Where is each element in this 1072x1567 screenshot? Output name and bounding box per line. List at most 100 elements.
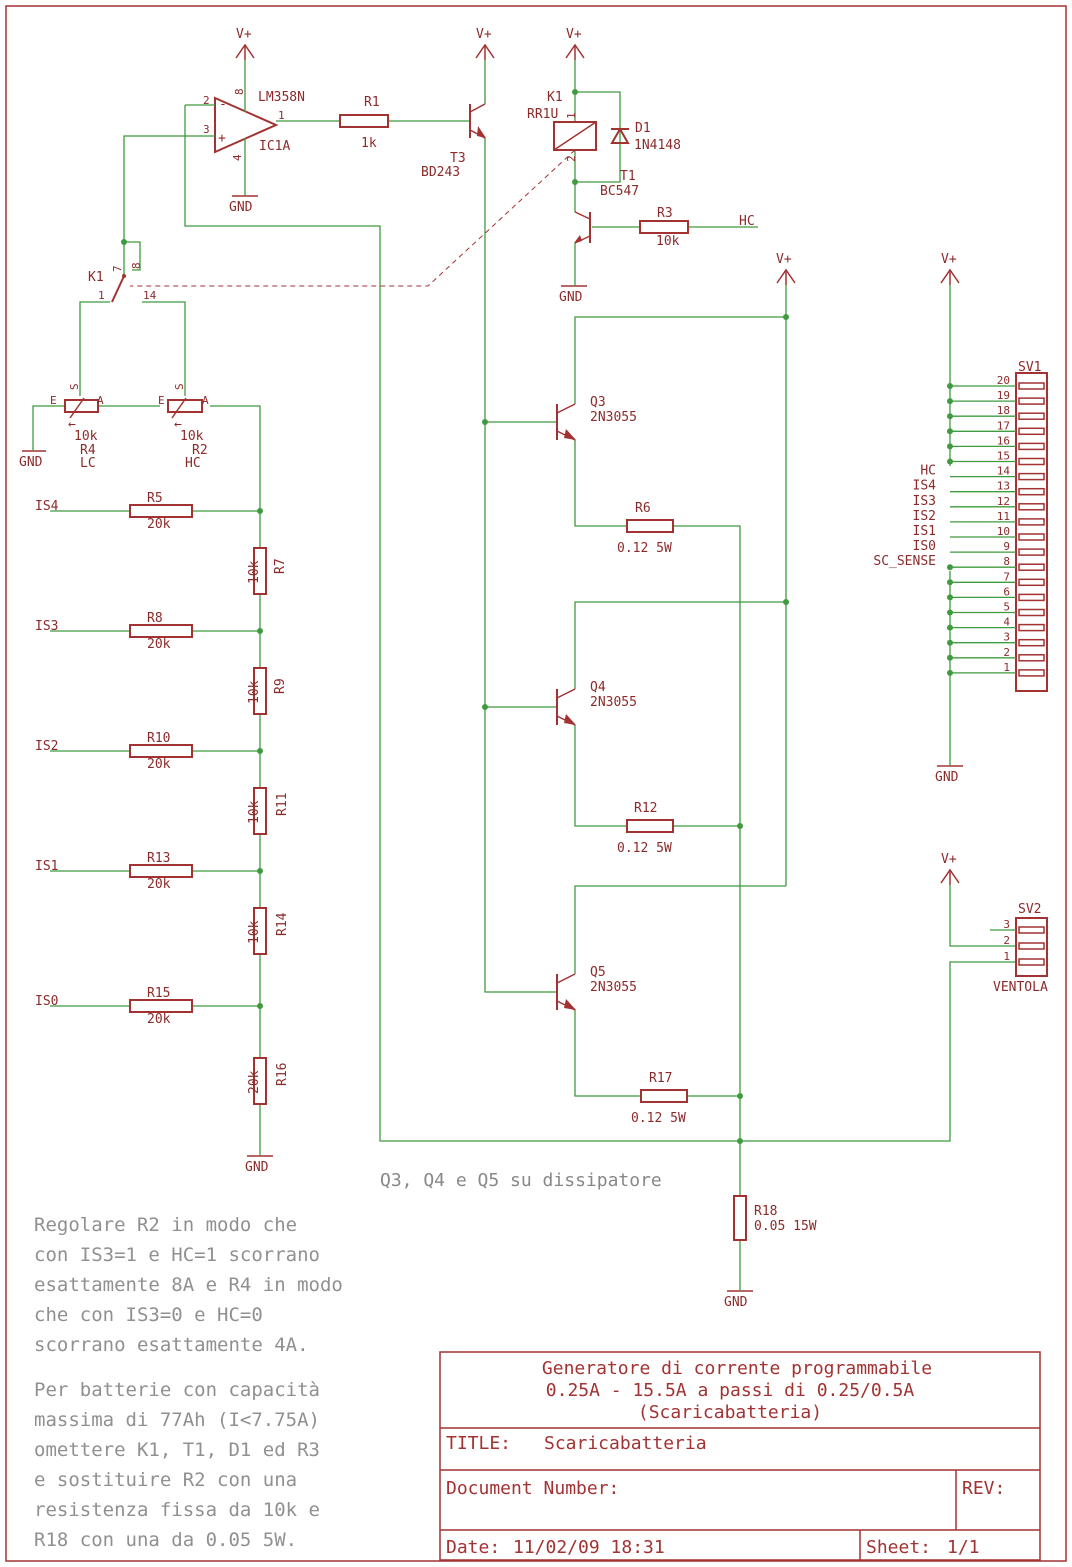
r10-value: 20k: [147, 757, 171, 772]
sv1-pin-number: 3: [1003, 631, 1010, 644]
r18-value: 0.05 15W: [754, 1219, 817, 1234]
sv1-junction: [947, 398, 953, 405]
sv1-junction: [947, 564, 953, 571]
opamp-pin-1: 1: [278, 109, 285, 122]
notes-paragraph-1: Regolare R2 in modo che con IS3=1 e HC=1…: [34, 1214, 343, 1356]
note-line: con IS3=1 e HC=1 scorrano: [34, 1244, 320, 1266]
sv1-junction: [947, 594, 953, 601]
sv1-ref: SV1: [1018, 360, 1041, 375]
resistor-r11: 10k R11: [247, 787, 290, 835]
gnd-opamp: GND: [229, 195, 258, 215]
sv1-pin-number: 14: [997, 465, 1011, 478]
relay-switch-k1: K1 1 7 8 14: [88, 262, 157, 303]
sv2-label: VENTOLA: [993, 980, 1048, 995]
gnd-sv1: GND: [935, 765, 963, 785]
r2-value: 10k: [180, 429, 204, 444]
sv1-pin-body: [1018, 548, 1045, 556]
resistor-r9: 10k R9: [247, 667, 288, 715]
sv1-junction: [947, 443, 953, 450]
r8-value: 20k: [147, 637, 171, 652]
note-line: omettere K1, T1, D1 ed R3: [34, 1439, 320, 1461]
transistor-q4: Q4 2N3055: [556, 680, 637, 726]
r13-ref: R13: [147, 851, 170, 866]
r17-ref: R17: [649, 1071, 672, 1086]
ladder-row-is2: IS2 R10 20k: [35, 731, 193, 772]
gnd-t1: GND: [559, 285, 587, 305]
sv1-pin-number: 9: [1003, 540, 1010, 553]
sv2-pin-list: 321: [990, 918, 1045, 966]
sv2-pin-body: [1018, 958, 1045, 966]
ladder-row-is0: IS0 R15 20k: [35, 986, 193, 1027]
sv1-junction: [947, 669, 953, 676]
title-heading-line-2: 0.25A - 15.5A a passi di 0.25/0.5A: [546, 1380, 915, 1401]
vplus-label: V+: [941, 852, 957, 867]
sv1-pin-body: [1018, 654, 1045, 662]
resistor-r16: 20k R16: [247, 1057, 290, 1105]
opamp-pin-4: 4: [231, 154, 244, 161]
ladder-row-is1: IS1 R13 20k: [35, 851, 193, 892]
sv2-pin-body: [1018, 942, 1045, 950]
title-block: Generatore di corrente programmabile 0.2…: [439, 1351, 1041, 1561]
sv1-pin-body: [1018, 638, 1045, 647]
gnd-r18: GND: [724, 1290, 753, 1310]
t3-ref: T3: [450, 151, 466, 166]
r2-label: HC: [185, 456, 201, 471]
sv1-junction: [947, 428, 953, 435]
r11-value: 10k: [247, 800, 262, 824]
sv1-pin-number: 8: [1003, 555, 1010, 568]
r4-pin-a: A: [97, 394, 104, 407]
ladder-row-is4: IS4 R5 20k: [35, 491, 193, 532]
k1-coil-ref: K1: [547, 90, 563, 105]
sv1-pin-body: [1018, 382, 1045, 390]
sv1-pin-number: 18: [997, 404, 1010, 417]
r4-label: LC: [80, 456, 96, 471]
sv1-junction: [947, 579, 953, 586]
r10-ref: R10: [147, 731, 170, 746]
sv1-pin-body: [1018, 503, 1045, 511]
r4-arrow: ←: [68, 417, 76, 432]
t1-ref: T1: [620, 169, 636, 184]
sv1-junction: [947, 639, 953, 646]
connector-sv2: SV2 VENTOLA 321: [990, 902, 1048, 995]
sv1-net-label: HC: [920, 464, 936, 479]
connector-sv1: SV1 20191817161514HC13IS412IS311IS210IS1…: [873, 360, 1048, 692]
k1-switch-pin1: 1: [98, 289, 105, 302]
vplus-label: V+: [941, 252, 957, 267]
opamp-pin-8: 8: [233, 88, 246, 95]
r4-ref: R4: [80, 443, 96, 458]
sv1-pin-number: 20: [997, 374, 1010, 387]
opamp-ref: IC1A: [259, 139, 290, 154]
sv1-pin-number: 10: [997, 525, 1010, 538]
vplus-label: V+: [776, 252, 792, 267]
sv1-pin-list: 20191817161514HC13IS412IS311IS210IS19IS0…: [873, 374, 1045, 677]
vplus-label: V+: [476, 27, 492, 42]
sv2-pin-body: [1018, 926, 1045, 934]
title-heading-line-1: Generatore di corrente programmabile: [542, 1358, 932, 1379]
sv1-pin-body: [1018, 623, 1045, 632]
r1-ref: R1: [364, 95, 380, 110]
sv1-junction: [947, 383, 953, 389]
transistor-q3: Q3 2N3055: [556, 395, 637, 441]
vplus-sv1: V+: [940, 252, 960, 285]
sheet-label: Sheet:: [866, 1537, 931, 1558]
resistor-r18: R18 0.05 15W: [733, 1195, 817, 1241]
net-label-is1: IS1: [35, 859, 58, 874]
resistor-r7: 10k R7: [247, 547, 288, 595]
date-value: 11/02/09 18:31: [513, 1537, 665, 1558]
r2-pin-s: S: [173, 383, 186, 390]
title-heading-line-3: (Scaricabatteria): [638, 1402, 822, 1423]
relay-link-dashed: [130, 149, 576, 287]
relay-coil-k1: K1 RR1U 1 2: [527, 90, 597, 162]
sv1-pin-number: 2: [1003, 646, 1010, 659]
gnd-label: GND: [559, 290, 583, 305]
t1-value: BC547: [600, 184, 639, 199]
resistor-r3: R3 10k HC: [639, 206, 755, 249]
heatsink-note: Q3, Q4 e Q5 su dissipatore: [380, 1170, 662, 1191]
k1-switch-pin14: 14: [143, 289, 157, 302]
r9-ref: R9: [273, 678, 288, 694]
sv1-pin-body: [1018, 487, 1045, 496]
net-label-is3: IS3: [35, 619, 58, 634]
vplus-label: V+: [236, 27, 252, 42]
gnd-label: GND: [245, 1160, 269, 1175]
gnd-label: GND: [19, 455, 43, 470]
